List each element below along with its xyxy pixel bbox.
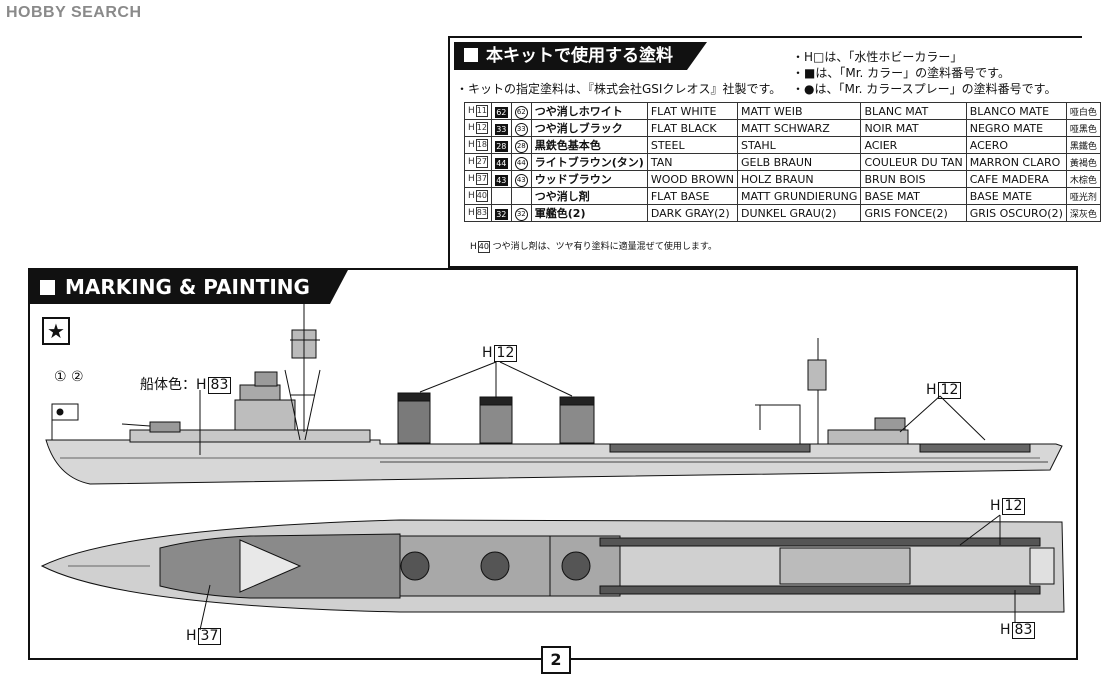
paint-de: DUNKEL GRAU(2) — [736, 204, 862, 222]
paint-note-spray: ・●は、「Mr. カラースプレー」の塗料番号です。 — [792, 82, 1057, 96]
paint-de: MATT GRUNDIERUNG — [736, 187, 862, 205]
page-number: 2 — [541, 646, 571, 674]
paint-note-maker: ・キットの指定塗料は、『株式会社GSIクレオス』社製です。 — [456, 82, 782, 96]
marking-section: MARKING & PAINTING — [28, 268, 1078, 660]
spray-code: 32 — [510, 204, 532, 222]
paint-name: 軍艦色(2) — [530, 204, 648, 222]
paint-en: FLAT BASE — [646, 187, 738, 205]
paint-es: GRIS OSCURO(2) — [965, 204, 1067, 222]
paint-name: つや消しホワイト — [530, 102, 648, 120]
paint-fr: BRUN BOIS — [860, 170, 967, 188]
paint-en: WOOD BROWN — [646, 170, 738, 188]
paint-es: NEGRO MATE — [965, 119, 1067, 137]
paint-fr: BASE MAT — [860, 187, 967, 205]
paint-fr: BLANC MAT — [860, 102, 967, 120]
square-icon — [40, 280, 55, 295]
paint-section: 本キットで使用する塗料 ・キットの指定塗料は、『株式会社GSIクレオス』社製です… — [448, 36, 1101, 268]
spray-code: 43 — [510, 170, 532, 188]
paint-name: ライトブラウン(タン) — [530, 153, 648, 171]
paint-fr: ACIER — [860, 136, 967, 154]
paint-name: つや消しブラック — [530, 119, 648, 137]
divider — [450, 36, 1082, 38]
mr-color-code: 43 — [490, 170, 512, 188]
paint-note-water: ・H□は、「水性ホビーカラー」 — [792, 50, 963, 64]
paint-fr: GRIS FONCE(2) — [860, 204, 967, 222]
paint-name: 黒鉄色基本色 — [530, 136, 648, 154]
side-view-ship — [45, 300, 1063, 485]
marking-section-title: MARKING & PAINTING — [30, 270, 348, 304]
paint-en: DARK GRAY(2) — [646, 204, 738, 222]
paint-en: FLAT WHITE — [646, 102, 738, 120]
mr-color-code: 32 — [490, 204, 512, 222]
paint-es: BLANCO MATE — [965, 102, 1067, 120]
paint-cn: 深灰色 — [1065, 204, 1101, 222]
spray-code: 28 — [510, 136, 532, 154]
flag-marks: ① ② — [54, 369, 84, 385]
paint-note-mr: ・■は、「Mr. カラー」の塗料番号です。 — [792, 66, 1010, 80]
paint-section-title: 本キットで使用する塗料 — [454, 42, 707, 70]
paint-de: GELB BRAUN — [736, 153, 862, 171]
star-icon: ★ — [42, 317, 70, 345]
square-icon — [464, 48, 478, 62]
paint-es: CAFE MADERA — [965, 170, 1067, 188]
hobby-search-logo: HOBBY SEARCH — [6, 4, 142, 21]
top-view-ship — [40, 519, 1065, 613]
